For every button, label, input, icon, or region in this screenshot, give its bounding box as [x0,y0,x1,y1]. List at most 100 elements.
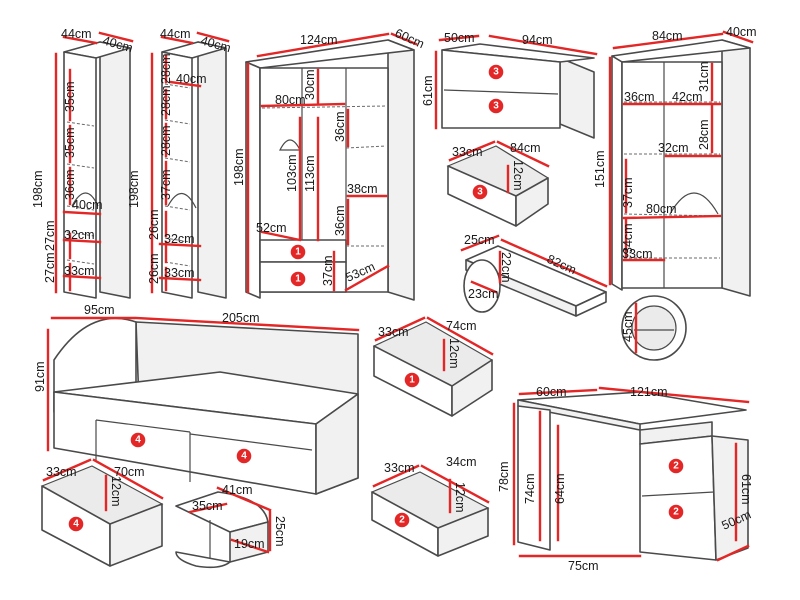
round-shelf: 45cm [621,295,687,361]
dim-label: 60cm [536,385,567,399]
dim-label: 70cm [114,465,145,479]
dim-label: 37cm [321,255,335,286]
svg-text:3: 3 [477,187,483,198]
dim-label: 61cm [421,75,435,106]
dim-label: 33cm [378,325,409,339]
drawer-type-badge: 1 [289,243,307,261]
drawer-type-badge: 2 [393,511,411,529]
narrow-shelf-column-2: 44cm 40cm 198cm 28cm 40cm 28cm 28cm 37cm… [127,27,232,299]
dim-label: 23cm [468,287,499,301]
wall-shelf: 25cm 82cm 22cm 23cm [460,233,608,317]
dim-label: 12cm [511,160,525,191]
dim-label: 40cm [176,72,207,86]
dim-label: 33cm [64,264,95,278]
dim-label: 28cm [159,53,173,84]
svg-text:1: 1 [295,247,301,258]
dim-label: 80cm [646,202,677,216]
dim-label: 25cm [464,233,495,247]
dim-label: 34cm [446,455,477,469]
dim-label: 35cm [63,81,77,112]
dim-label: 74cm [446,319,477,333]
dim-label: 198cm [232,148,246,186]
dim-label: 12cm [447,338,461,369]
dim-label: 12cm [109,476,123,507]
narrow-shelf-column-1: 44cm 40cm 198cm 35cm 35cm 36cm 40cm 27cm… [31,27,134,299]
dim-label: 37cm [159,169,173,200]
dim-label: 33cm [452,145,483,159]
dim-label: 33cm [46,465,77,479]
dim-label: 205cm [222,311,260,325]
dim-label: 37cm [621,177,635,208]
dim-label: 36cm [333,111,347,142]
svg-text:2: 2 [399,515,405,526]
svg-text:4: 4 [135,435,141,446]
drawer-type-badge: 4 [67,515,85,533]
svg-text:3: 3 [493,67,499,78]
bookcase: 84cm 40cm 151cm 31cm 36cm 42cm 28cm 32cm… [593,25,757,297]
dim-label: 78cm [497,461,511,492]
dim-label: 26cm [147,253,161,284]
desk: 60cm 121cm 78cm 74cm 64cm 61cm 50cm 75cm… [497,385,753,573]
drawer-type-badge: 1 [403,371,421,389]
dim-label: 36cm [624,90,655,104]
dim-label: 52cm [256,221,287,235]
dim-label: 61cm [739,474,753,505]
dim-label: 75cm [568,559,599,573]
dim-label: 40cm [72,198,103,212]
dim-label: 36cm [333,205,347,236]
svg-text:4: 4 [241,451,247,462]
dim-label: 25cm [273,516,287,547]
nightstand: 41cm 35cm 25cm 19cm [175,483,287,569]
drawer-type-badge: 3 [487,63,505,81]
dim-label: 33cm [164,266,195,280]
svg-text:1: 1 [295,274,301,285]
dim-label: 40cm [726,25,757,39]
dim-label: 32cm [164,232,195,246]
dim-label: 35cm [192,499,223,513]
dim-label: 84cm [652,29,683,43]
dim-label: 74cm [523,473,537,504]
dim-label: 198cm [127,170,141,208]
drawer-type-badge: 1 [289,270,307,288]
dim-label: 30cm [303,69,317,100]
svg-text:2: 2 [673,507,679,518]
dim-label: 32cm [658,141,689,155]
svg-text:1: 1 [409,375,415,386]
dim-label: 26cm [147,209,161,240]
dim-label: 103cm [285,154,299,192]
drawer-2: 33cm 34cm 12cm 2 [370,455,490,557]
dim-label: 28cm [159,125,173,156]
dim-label: 44cm [160,27,191,41]
dim-label: 198cm [31,170,45,208]
dim-label: 95cm [84,303,115,317]
svg-text:2: 2 [673,461,679,472]
dim-label: 44cm [61,27,92,41]
dim-label: 28cm [159,85,173,116]
dim-label: 45cm [621,311,635,342]
drawer-type-badge: 4 [129,431,147,449]
drawer-type-badge: 2 [667,503,685,521]
wardrobe: 124cm 60cm 198cm 80cm 30cm 36cm 103cm 11… [232,26,426,301]
dim-label: 80cm [275,93,306,107]
drawer-1: 33cm 74cm 12cm 1 [372,316,494,417]
dim-label: 50cm [444,31,475,45]
bed: 95cm 205cm 91cm 4 4 [33,303,360,495]
dim-label: 33cm [384,461,415,475]
dim-label: 38cm [347,182,378,196]
dim-label: 22cm [499,252,513,283]
drawer-type-badge: 4 [235,447,253,465]
dim-label: 113cm [303,155,317,192]
dim-label: 12cm [453,482,467,513]
svg-text:3: 3 [493,101,499,112]
drawer-3: 33cm 84cm 12cm 3 [446,140,550,227]
dim-label: 121cm [630,385,668,399]
dim-label: 31cm [697,61,711,92]
dim-label: 91cm [33,361,47,392]
dim-label: 28cm [697,119,711,150]
dim-label: 34cm [621,223,635,254]
dim-label: 19cm [234,537,265,551]
dim-label: 64cm [553,473,567,504]
dim-label: 94cm [522,33,553,47]
